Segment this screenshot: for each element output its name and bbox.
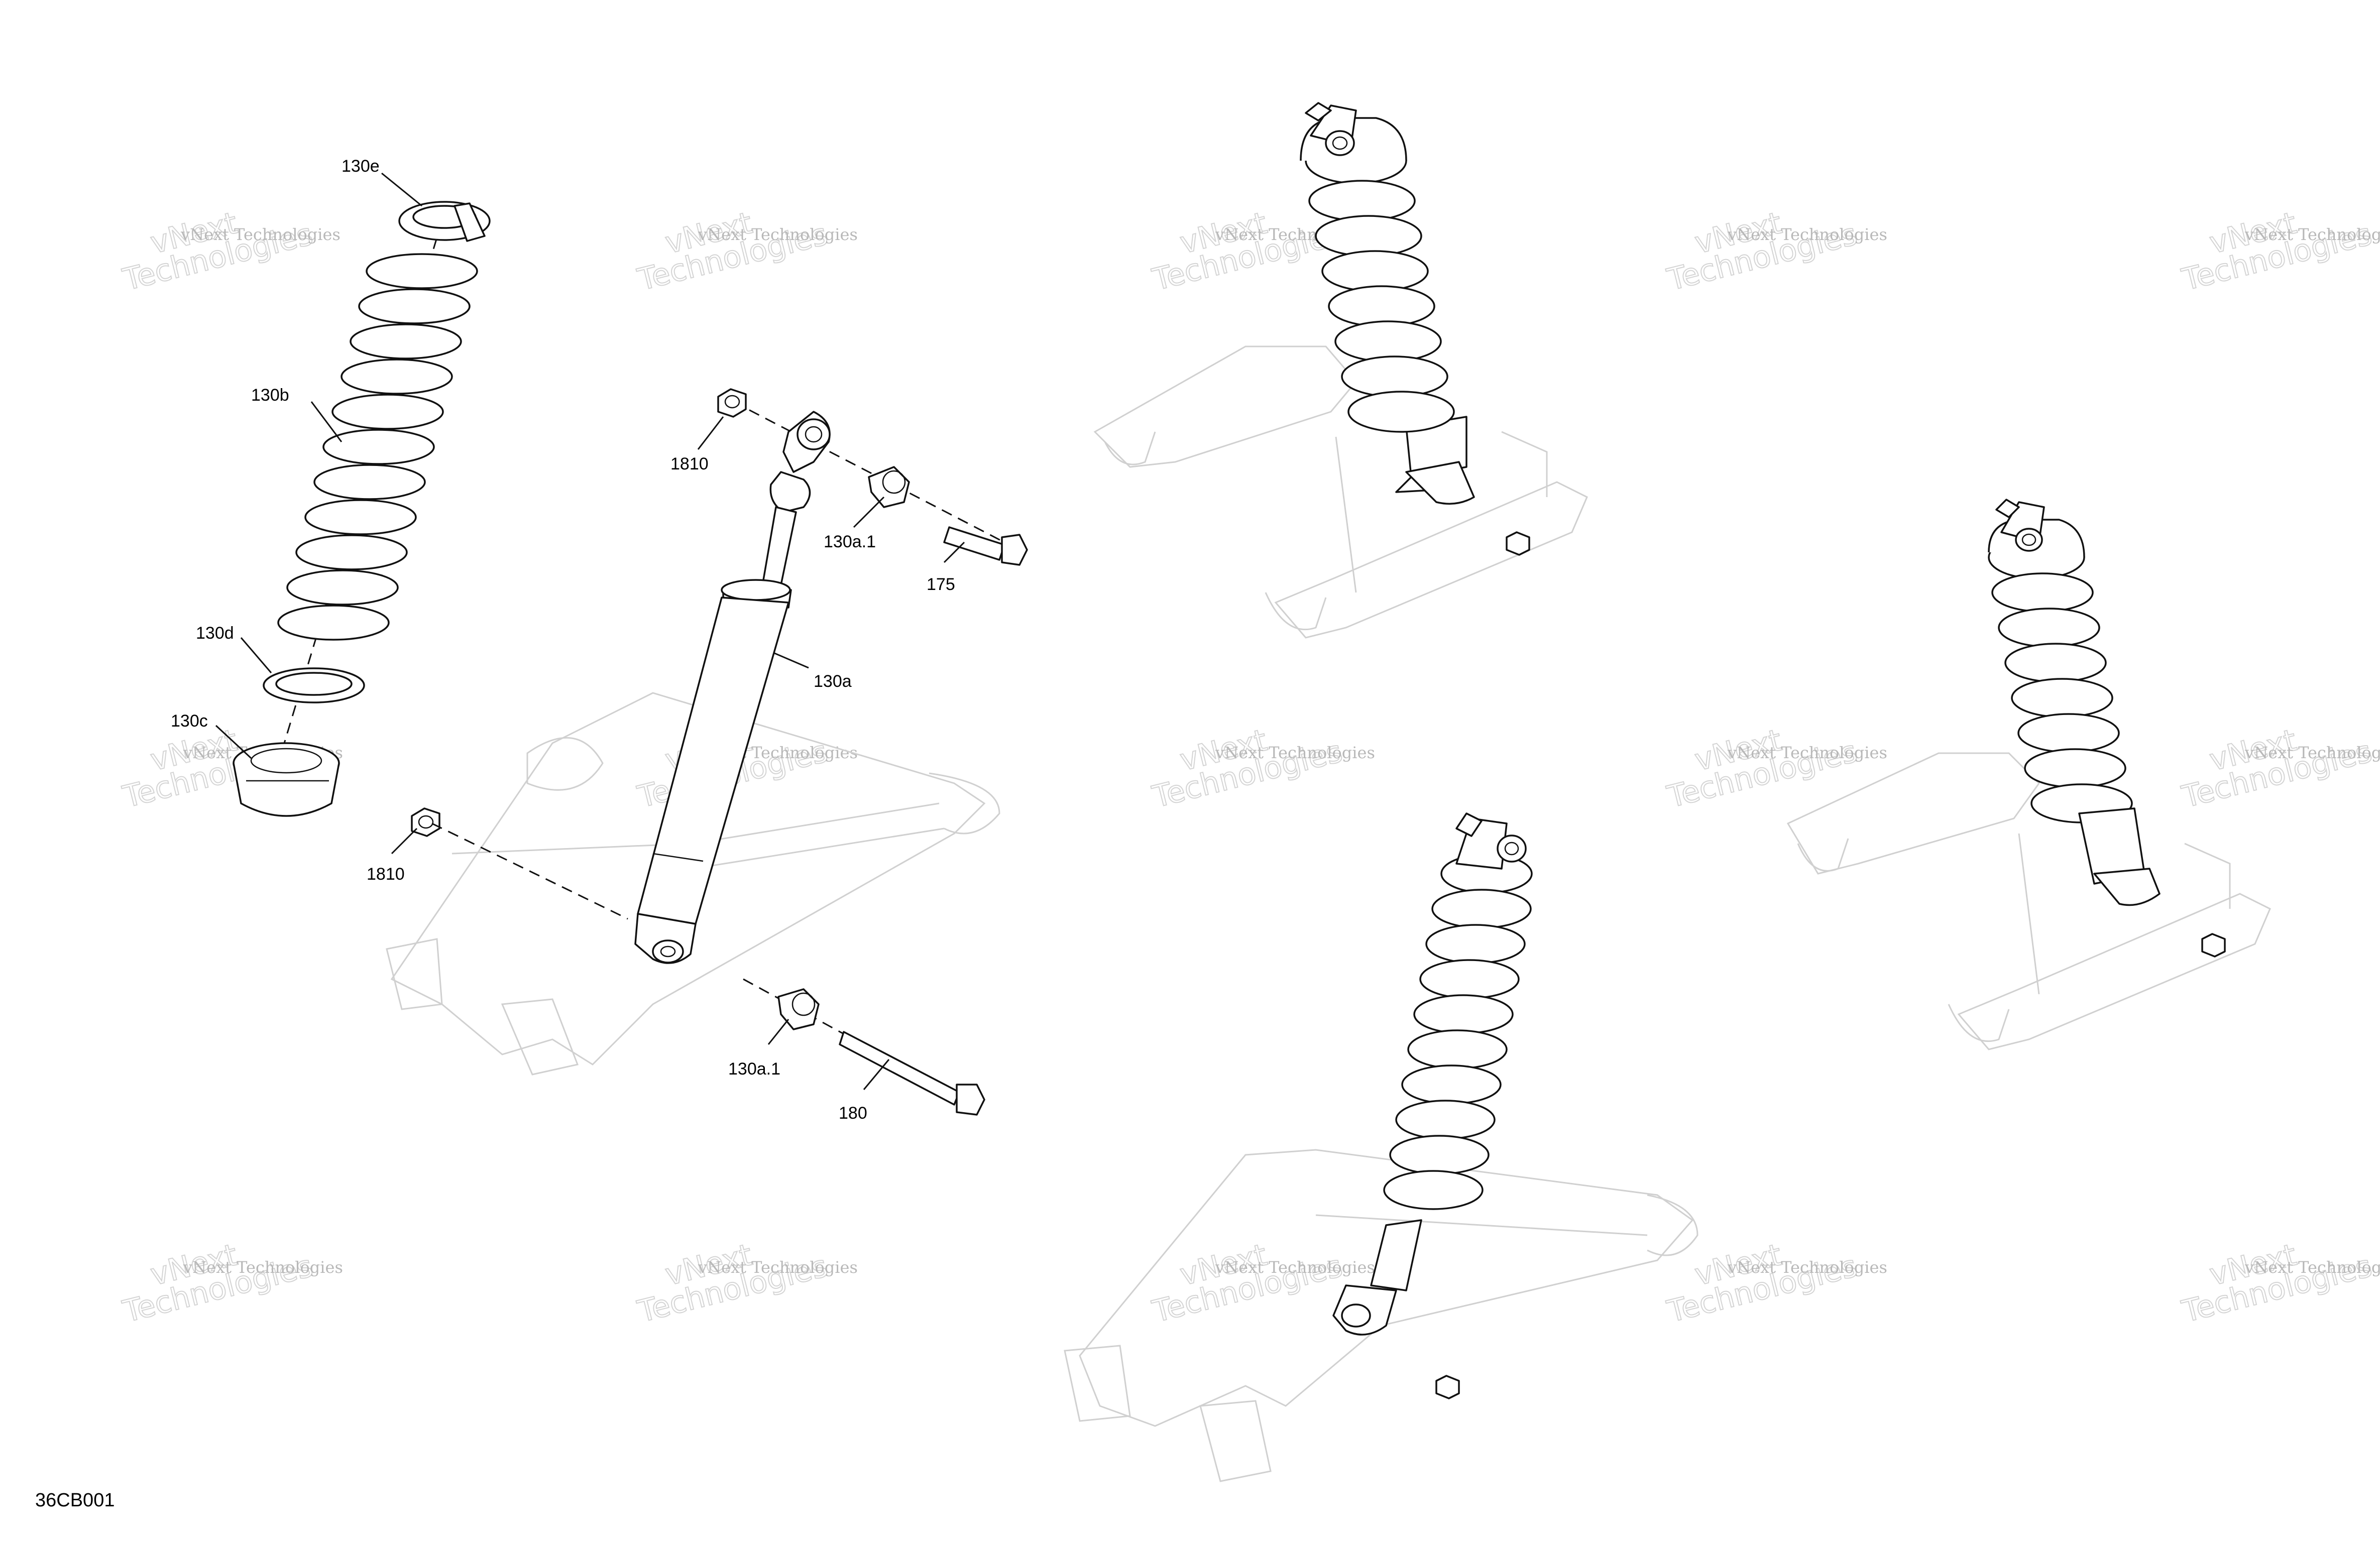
lower-mount-axis [431,822,628,920]
upper-nut [717,388,747,418]
watermark-text: vNext Technologies [698,225,858,244]
upper-bushing [868,466,910,508]
watermark-text: vNext Technologies [2244,1258,2380,1277]
shock-body [634,471,811,964]
watermark-text: vNext Technologies [698,1258,858,1277]
callout-upper-bushing: 130a.1 [824,532,876,551]
shock-absorber-exploded [411,388,1028,1116]
callout-spring-retainer: 130e [342,157,380,176]
callout-lower-nut: 1810 [367,865,405,884]
callout-lower-bolt: 180 [839,1104,867,1123]
a-arm-ghost [386,692,1000,1076]
spring-retainer [398,201,491,242]
spring-assembly-exploded [233,201,491,817]
callout-adjuster-cam: 130c [171,711,208,731]
watermark-text: vNext Technologies [1215,1258,1375,1277]
assembled-nut [1435,1375,1460,1399]
callouts: 130e 130b 130d 130c 1810 130a.1 175 130a… [171,157,965,1123]
upper-eye [782,411,831,473]
callout-upper-bolt: 175 [927,575,955,594]
lower-nut [411,807,440,837]
callout-upper-nut: 1810 [670,454,709,473]
watermark-text: vNext Technologies [183,1258,343,1277]
assembled-nut [2201,933,2226,958]
callout-spring-seat: 130d [196,624,234,643]
coil-spring [277,253,478,641]
assembled-view-bottom [1064,812,1698,1482]
watermark-text: vNext Technologies [2244,225,2380,244]
adjuster-cam [233,742,340,817]
watermark-text: vNext Technologies [1727,225,1887,244]
spring-seat [263,667,365,703]
assembled-spring [1305,137,1455,433]
watermark-text: vNext Technologies [1215,743,1375,762]
figure-code: 36CB001 [35,1490,115,1511]
watermark-text: vNext Technologies [180,225,341,244]
assembled-nut [1506,531,1530,556]
watermark-text: vNext Technologies [1727,743,1887,762]
assembled-spring [1988,535,2133,823]
assembled-spring [1383,854,1533,1210]
callout-lower-bushing: 130a.1 [728,1059,780,1079]
upper-mount-axis [733,401,1005,543]
assembled-view-top [1093,102,1588,639]
assembled-view-right [1786,499,2271,1050]
lower-bolt [839,1031,985,1116]
callout-coil-spring: 130b [251,386,289,405]
watermark-text: vNext Technologies [2244,743,2380,762]
callout-shock-body: 130a [814,672,852,691]
watermark-text: vNext Technologies [1727,1258,1887,1277]
upper-bolt [943,526,1028,566]
